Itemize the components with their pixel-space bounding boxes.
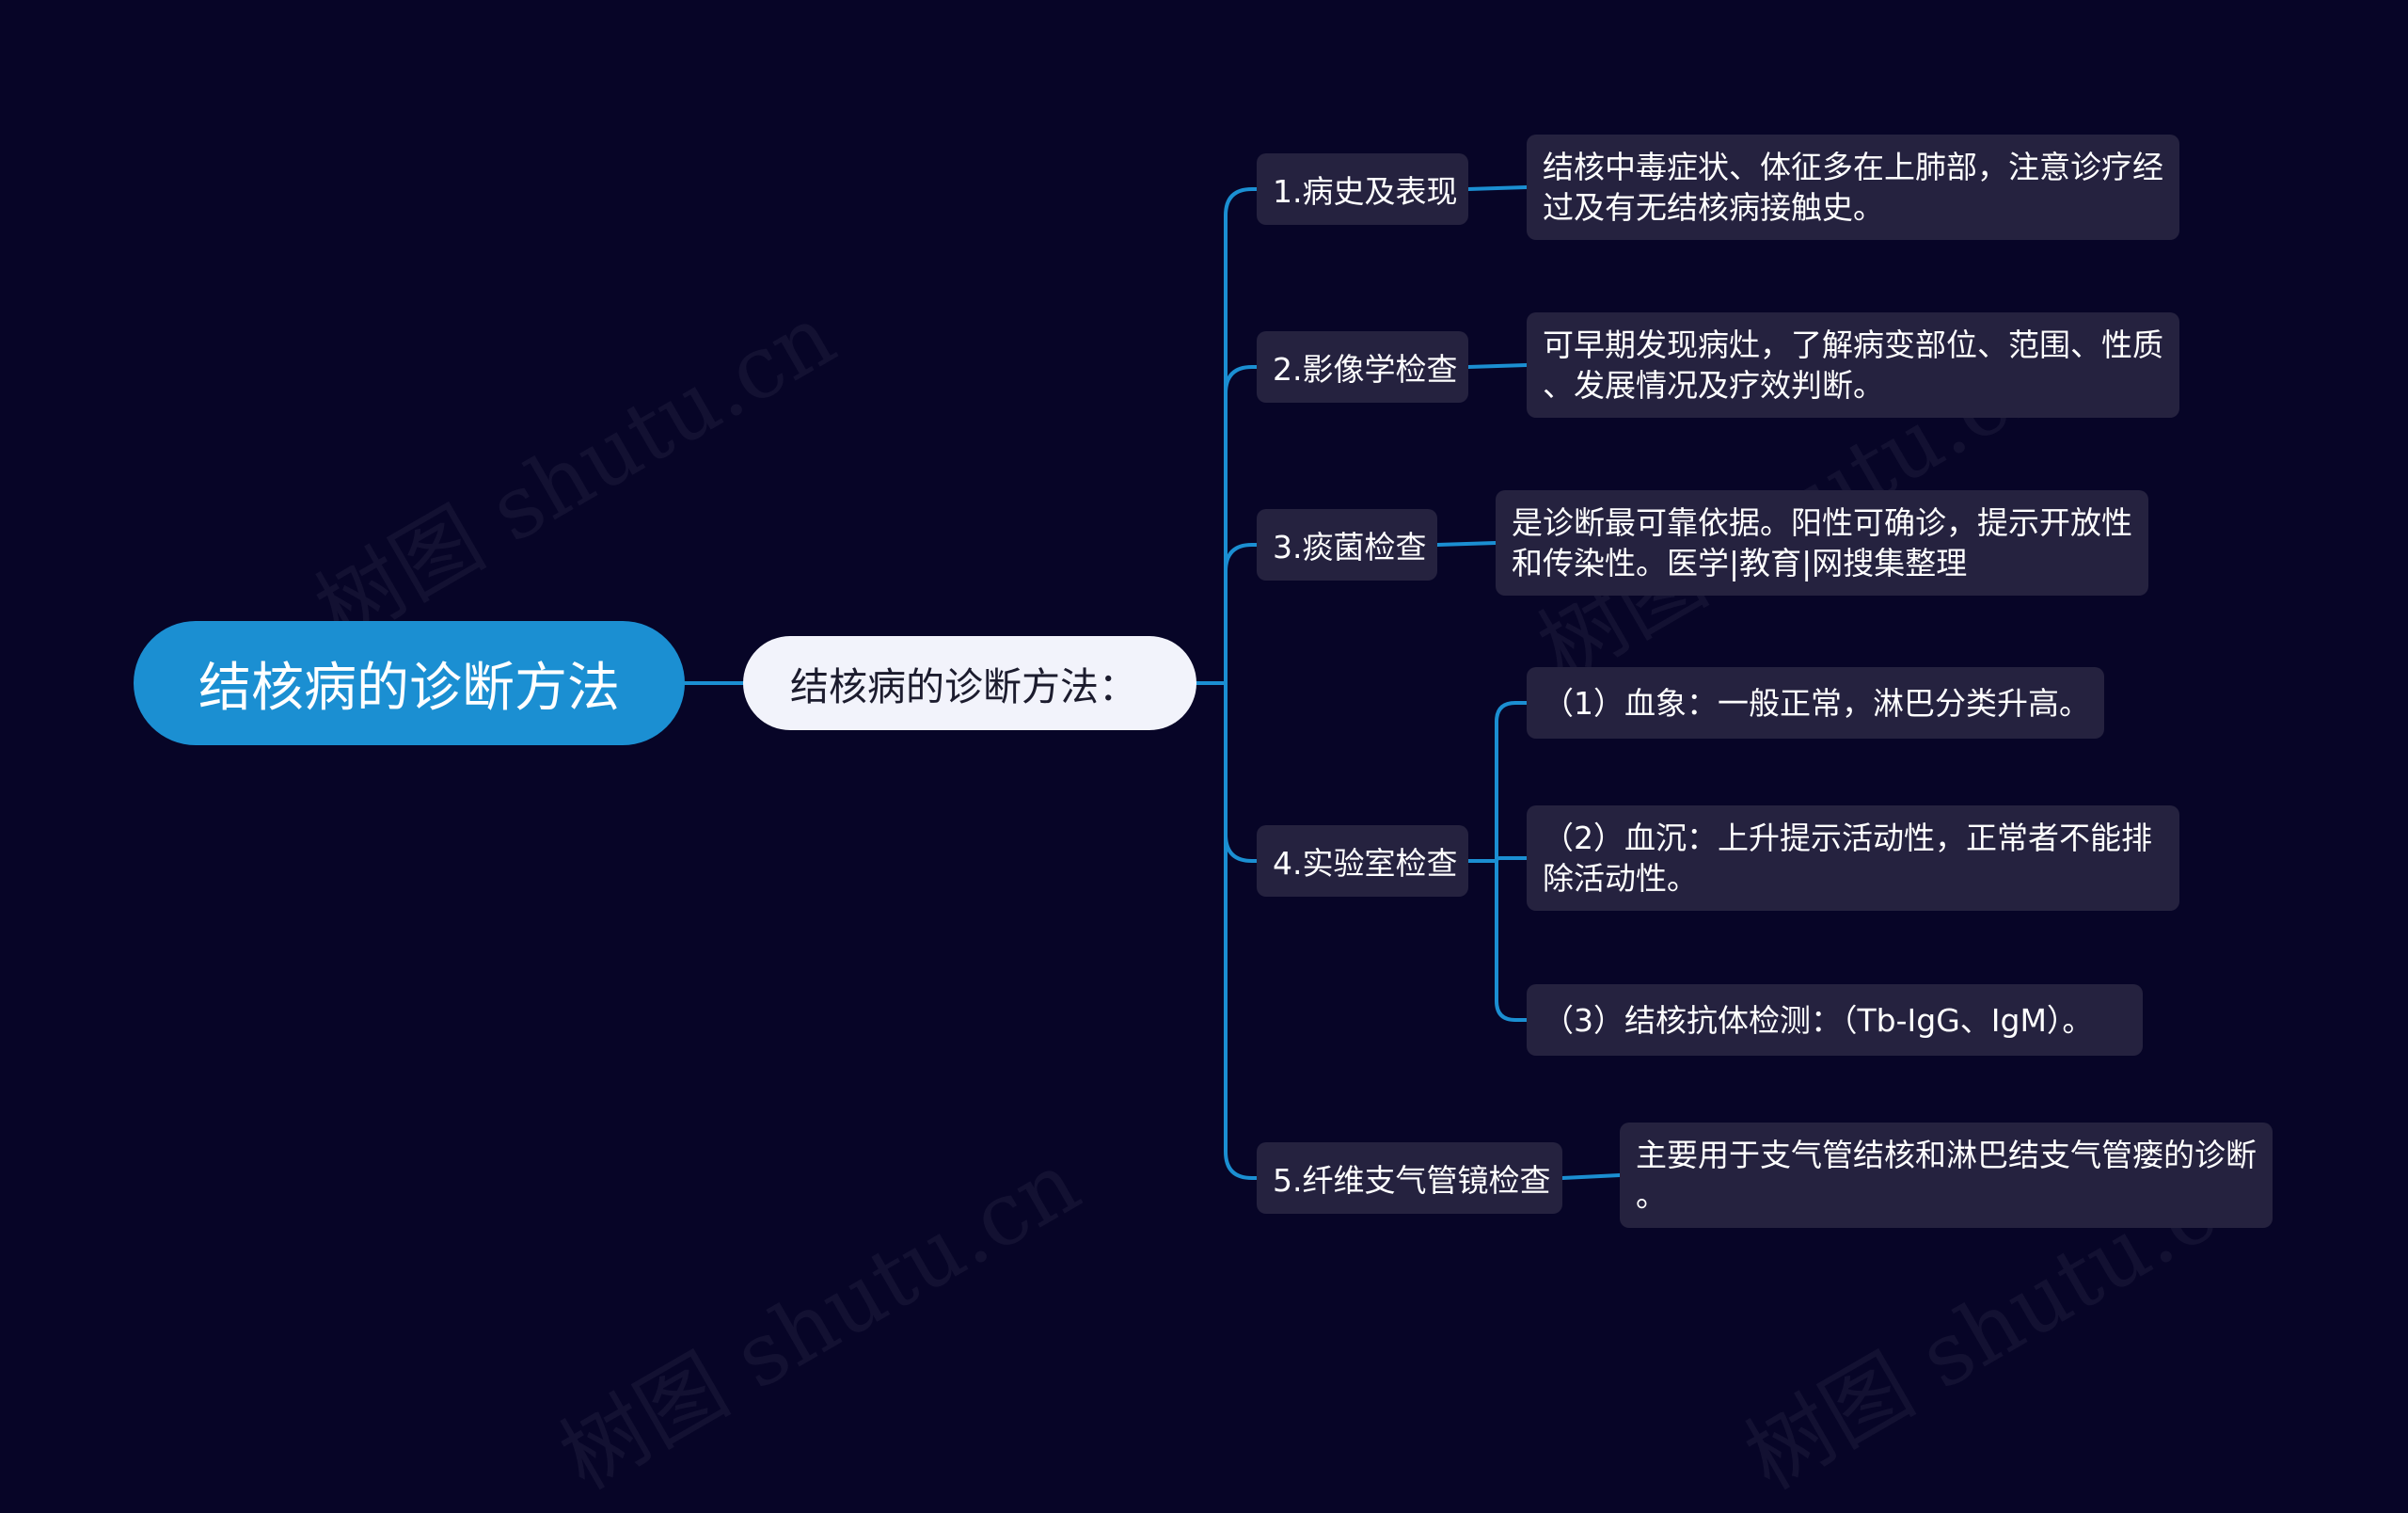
leaf-text-line: 除活动性。 xyxy=(1543,860,1698,897)
branch-label: 3.痰菌检查 xyxy=(1273,529,1427,565)
leaf-node[interactable]: （1）血象：一般正常，淋巴分类升高。 xyxy=(1527,667,2104,739)
branch-node-sputum[interactable]: 3.痰菌检查 xyxy=(1257,509,1437,581)
leaf-text-line: 。 xyxy=(1636,1177,1667,1214)
leaf-node[interactable]: （3）结核抗体检测：（Tb-IgG、IgM）。 xyxy=(1527,984,2143,1056)
leaf-text-line: （1）血象：一般正常，淋巴分类升高。 xyxy=(1543,684,2090,722)
root-label: 结核病的诊断方法 xyxy=(198,657,620,719)
branch-node-history[interactable]: 1.病史及表现 xyxy=(1257,153,1468,225)
branch-label: 1.病史及表现 xyxy=(1273,173,1458,210)
connector-line xyxy=(1560,1173,1622,1180)
leaf-text-line: （2）血沉：上升提示活动性，正常者不能排 xyxy=(1543,820,2152,856)
leaf-text-line: 过及有无结核病接触史。 xyxy=(1543,189,1884,226)
branch-node-imaging[interactable]: 2.影像学检查 xyxy=(1257,331,1468,403)
branch-label: 4.实验室检查 xyxy=(1273,845,1458,882)
leaf-text-line: 结核中毒症状、体征多在上肺部，注意诊疗经 xyxy=(1543,149,2163,185)
leaf-text-line: 主要用于支气管结核和淋巴结支气管瘘的诊断 xyxy=(1636,1137,2257,1173)
branch-label: 5.纤维支气管镜检查 xyxy=(1273,1162,1551,1199)
leaf-node[interactable]: 是诊断最可靠依据。阳性可确诊，提示开放性 和传染性。医学|教育|网搜集整理 xyxy=(1496,490,2148,596)
leaf-text-line: 、发展情况及疗效判断。 xyxy=(1543,367,1884,404)
leaf-text-line: 可早期发现病灶，了解病变部位、范围、性质 xyxy=(1543,326,2163,363)
connector-line xyxy=(1224,187,1259,685)
connector-line xyxy=(1224,543,1259,685)
connector-line xyxy=(1495,856,1529,863)
leaf-node[interactable]: 可早期发现病灶，了解病变部位、范围、性质 、发展情况及疗效判断。 xyxy=(1527,312,2179,418)
leaf-text-line: 是诊断最可靠依据。阳性可确诊，提示开放性 xyxy=(1512,504,2132,541)
connector-line xyxy=(1466,185,1529,191)
sub-topic-label: 结核病的诊断方法： xyxy=(790,664,1137,709)
leaf-text-line: 和传染性。医学|教育|网搜集整理 xyxy=(1512,545,1968,581)
connector-lines xyxy=(683,185,1622,1180)
sub-topic-node[interactable]: 结核病的诊断方法： xyxy=(743,636,1196,730)
branch-node-lab[interactable]: 4.实验室检查 xyxy=(1257,825,1468,897)
branch-node-bronchoscopy[interactable]: 5.纤维支气管镜检查 xyxy=(1257,1142,1562,1214)
leaf-node[interactable]: 结核中毒症状、体征多在上肺部，注意诊疗经 过及有无结核病接触史。 xyxy=(1527,135,2179,240)
connector-line xyxy=(1224,681,1259,1180)
mind-map-canvas: 树图 shutu.cn 树图 shutu.cn 树图 shutu.cn 树图 s… xyxy=(134,135,2281,1509)
connector-line xyxy=(1224,681,1259,863)
connector-line xyxy=(1435,541,1497,547)
root-node[interactable]: 结核病的诊断方法 xyxy=(134,621,685,745)
connector-line xyxy=(1466,363,1529,369)
connector-line xyxy=(1224,365,1259,685)
connector-line xyxy=(1495,859,1529,1022)
branch-label: 2.影像学检查 xyxy=(1273,351,1458,388)
leaf-text-line: （3）结核抗体检测：（Tb-IgG、IgM）。 xyxy=(1543,1001,2094,1039)
connector-line xyxy=(1495,701,1529,863)
leaf-node[interactable]: （2）血沉：上升提示活动性，正常者不能排 除活动性。 xyxy=(1527,805,2179,911)
leaf-node[interactable]: 主要用于支气管结核和淋巴结支气管瘘的诊断 。 xyxy=(1620,1123,2273,1228)
